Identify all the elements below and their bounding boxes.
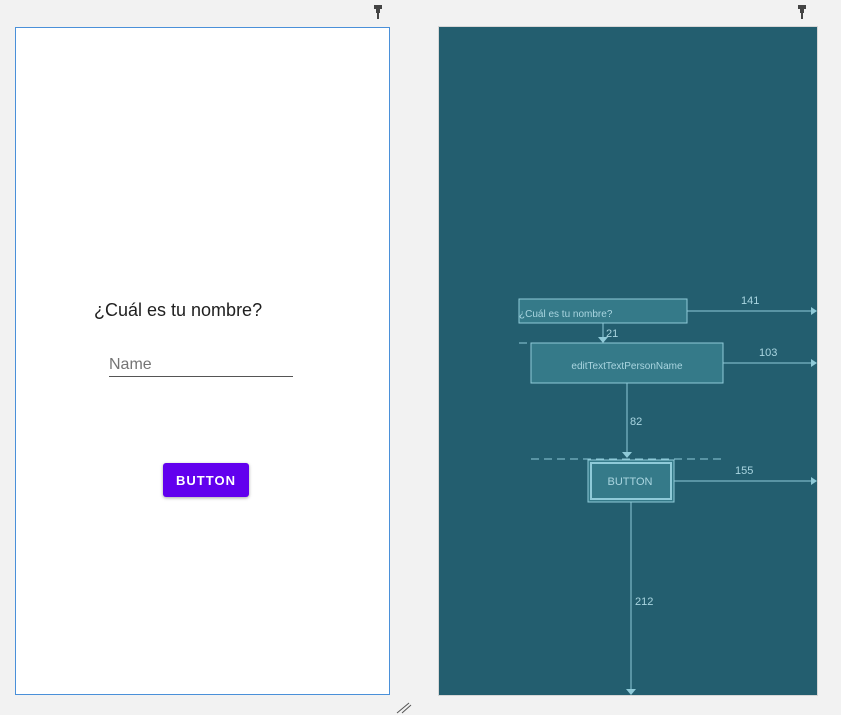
blueprint-edittext-label: editTextTextPersonName: [571, 361, 683, 372]
svg-text:21: 21: [606, 328, 618, 340]
constraint-textview-end[interactable]: 141: [687, 295, 817, 315]
blueprint-textview-label: ¿Cuál es tu nombre?: [519, 309, 613, 320]
constraint-button-end[interactable]: 155: [674, 465, 817, 485]
blueprint-button[interactable]: BUTTON: [587, 459, 675, 503]
constraint-textview-to-edittext[interactable]: 21: [598, 323, 618, 343]
constraint-edittext-to-button[interactable]: 82: [622, 383, 642, 458]
svg-text:212: 212: [635, 596, 653, 608]
constraint-button-bottom[interactable]: 212: [626, 502, 653, 695]
blueprint-surface[interactable]: ¿Cuál es tu nombre? 141 21 editTextTextP…: [438, 26, 818, 696]
name-edittext[interactable]: [109, 354, 293, 377]
svg-text:155: 155: [735, 465, 753, 477]
svg-text:82: 82: [630, 416, 642, 428]
constraint-edittext-end[interactable]: 103: [723, 347, 817, 367]
design-surface[interactable]: ¿Cuál es tu nombre? BUTTON: [15, 27, 390, 695]
resize-grip-icon[interactable]: [396, 702, 412, 714]
pin-icon[interactable]: [373, 4, 383, 20]
svg-text:141: 141: [741, 295, 759, 307]
submit-button[interactable]: BUTTON: [163, 463, 249, 497]
blueprint-textview[interactable]: ¿Cuál es tu nombre?: [518, 298, 688, 324]
question-textview[interactable]: ¿Cuál es tu nombre?: [94, 300, 263, 320]
blueprint-edittext[interactable]: editTextTextPersonName: [530, 342, 724, 384]
blueprint-button-label: BUTTON: [607, 476, 652, 488]
svg-text:103: 103: [759, 347, 777, 359]
pin-icon[interactable]: [797, 4, 807, 20]
